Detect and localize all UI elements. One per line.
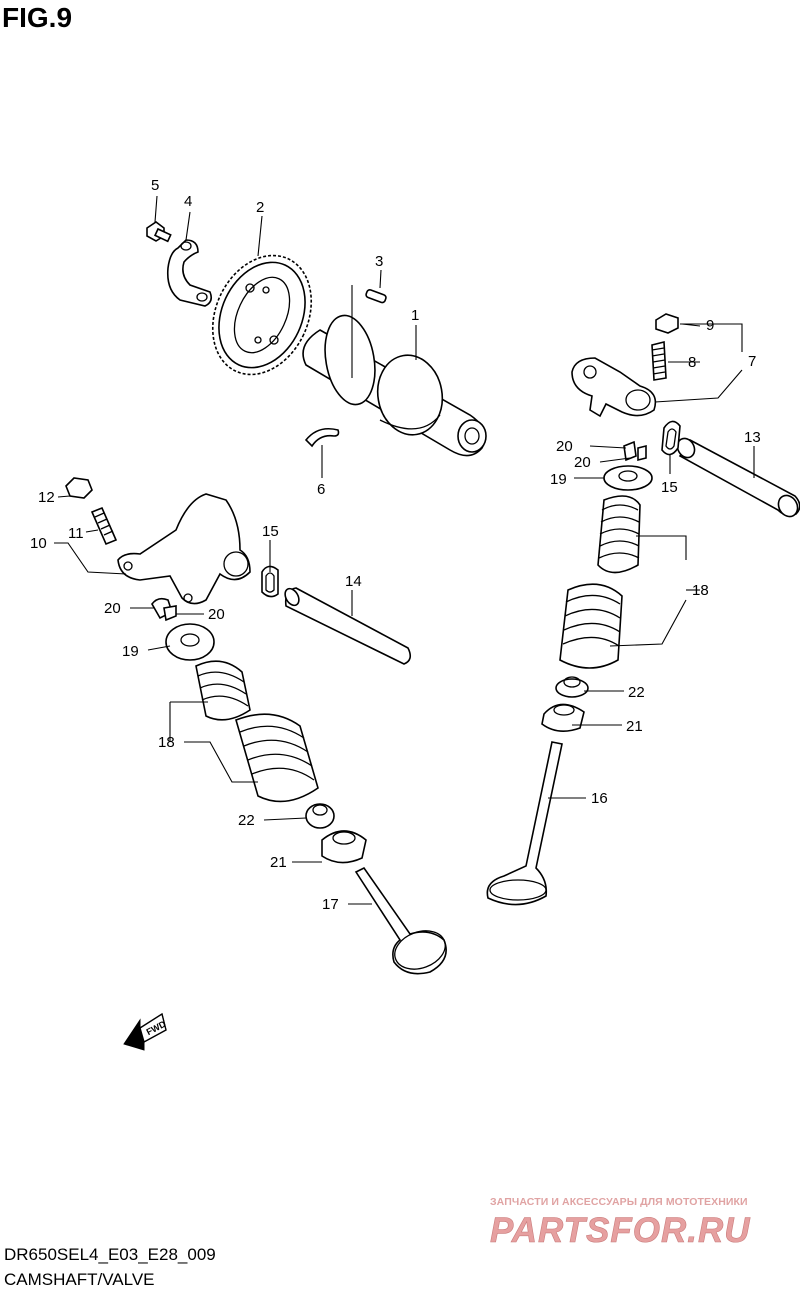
leader-lines [54,195,755,905]
part-exhaust-valve [354,866,447,975]
part-stem-seal-left [305,803,335,829]
figure-title: FIG.9 [2,2,73,33]
callout-18-left: 18 [158,734,175,751]
callout-2: 2 [256,199,264,216]
callout-5: 5 [151,177,159,194]
part-nut-left [65,477,93,499]
callout-13: 13 [744,429,761,446]
part-adjust-screw-left [90,506,118,546]
part-rocker-shaft-right [676,437,800,518]
part-retainer-right [603,465,653,491]
part-cotters-left [151,597,177,622]
part-bracket [166,239,212,307]
part-nut-right [655,313,679,334]
part-camshaft [302,285,487,457]
callout-21-right: 21 [626,718,643,735]
watermark-logo: PARTSFOR.RU [490,1211,751,1250]
callout-8: 8 [688,354,696,371]
callout-20-left-b: 20 [208,606,225,623]
callout-4: 4 [184,193,192,210]
part-adjust-screw-right [651,340,667,381]
part-o-ring-right [661,420,681,456]
callout-21-left: 21 [270,854,287,871]
section-name: CAMSHAFT/VALVE [4,1270,155,1289]
callout-1: 1 [411,307,419,324]
callout-labels: 1 2 3 4 5 6 7 8 9 10 11 12 13 14 15 15 1… [30,177,761,913]
callout-14: 14 [345,573,362,590]
callout-9: 9 [706,317,714,334]
callout-3: 3 [375,253,383,270]
part-rocker-arm-right [571,357,657,418]
part-cotters-right [623,440,647,462]
callout-12: 12 [38,489,55,506]
part-spring-seat-left [321,830,367,864]
callout-20-right-a: 20 [556,438,573,455]
forward-arrow-icon: FWD [123,1012,168,1051]
part-clip [304,427,340,448]
part-pin [365,289,387,304]
callout-17: 17 [322,896,339,913]
part-springs-right [559,495,641,669]
part-rocker-shaft-left [284,587,412,665]
part-bolt [146,221,172,243]
part-cam-sprocket [211,254,313,376]
part-springs-left [195,660,319,803]
part-spring-seat-right [541,703,585,732]
part-retainer-left [165,623,215,661]
callout-20-right-b: 20 [574,454,591,471]
model-code: DR650SEL4_E03_E28_009 [4,1245,216,1264]
callout-7: 7 [748,353,756,370]
callout-19-left: 19 [122,643,139,660]
callout-11: 11 [68,525,84,542]
callout-6: 6 [317,481,325,498]
part-intake-valve [486,741,563,906]
part-o-ring-left [261,565,279,598]
callout-10: 10 [30,535,47,552]
callout-16: 16 [591,790,608,807]
callout-15-right: 15 [661,479,678,496]
callout-19-right: 19 [550,471,567,488]
part-stem-seal-right [555,676,589,698]
part-rocker-arm-left [117,493,251,605]
callout-18-right: 18 [692,582,709,599]
callout-22-right: 22 [628,684,645,701]
watermark-tagline: ЗАПЧАСТИ И АКСЕССУАРЫ ДЛЯ МОТОТЕХНИКИ [490,1196,748,1208]
callout-15-left: 15 [262,523,279,540]
callout-20-left-a: 20 [104,600,121,617]
callout-22-left: 22 [238,812,255,829]
